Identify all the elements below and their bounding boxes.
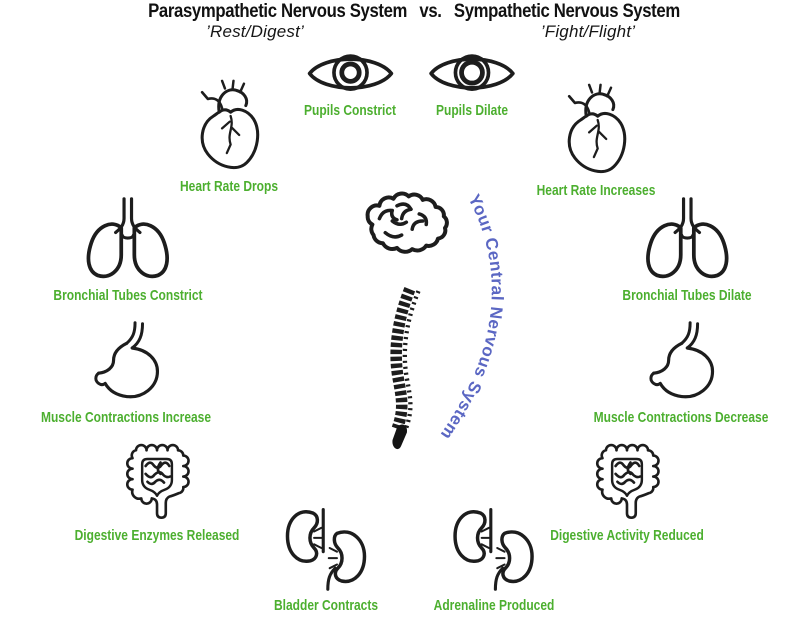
organ-pupils-constrict: Pupils Constrict (292, 50, 407, 118)
svg-text:Your Central Nervous System: Your Central Nervous System (437, 191, 507, 443)
title-sympathetic: Sympathetic Nervous System (453, 1, 680, 22)
heart-icon (200, 78, 260, 170)
label-heart-rate-increases: Heart Rate Increases (536, 182, 656, 199)
label-bronchial-tubes-constrict: Bronchial Tubes Constrict (53, 287, 203, 304)
stomach-icon (94, 320, 160, 399)
title-parasympathetic: Parasympathetic Nervous System (147, 1, 407, 22)
cns-label: Your Central Nervous System (437, 191, 507, 443)
label-muscle-contractions-decrease: Muscle Contractions Decrease (593, 409, 769, 426)
subtitle-rest-digest: ’Rest/Digest’ (205, 22, 305, 41)
stomach-icon (649, 320, 715, 399)
organ-digestive-activity-reduced: Digestive Activity Reduced (531, 438, 723, 543)
central-nervous-system-curved-text: Your Central Nervous System (437, 191, 507, 443)
organ-muscle-contractions-increase: Muscle Contractions Increase (20, 320, 233, 425)
intestine-icon (125, 443, 191, 520)
eye-icon (428, 50, 516, 97)
organ-heart-rate-drops: Heart Rate Drops (168, 78, 291, 194)
subtitle-fight-flight: ’Fight/Flight’ (540, 22, 636, 41)
page-title: Parasympathetic Nervous System vs. Sympa… (147, 1, 680, 23)
label-pupils-constrict: Pupils Constrict (303, 102, 397, 119)
organ-adrenaline-produced: Adrenaline Produced (419, 504, 570, 613)
organ-heart-rate-increases: Heart Rate Increases (522, 82, 670, 198)
eye-icon (306, 50, 394, 97)
label-bladder-contracts: Bladder Contracts (273, 597, 379, 614)
lungs-icon (81, 196, 175, 282)
label-adrenaline-produced: Adrenaline Produced (433, 597, 555, 614)
label-digestive-activity-reduced: Digestive Activity Reduced (550, 527, 704, 544)
label-heart-rate-drops: Heart Rate Drops (179, 178, 279, 195)
organ-pupils-dilate: Pupils Dilate (427, 50, 517, 118)
title-vs: vs. (418, 1, 442, 22)
intestine-icon (595, 443, 661, 520)
label-muscle-contractions-increase: Muscle Contractions Increase (40, 409, 212, 426)
label-bronchial-tubes-dilate: Bronchial Tubes Dilate (622, 287, 752, 304)
organ-digestive-enzymes-released: Digestive Enzymes Released (54, 438, 260, 543)
kidneys-icon (285, 507, 367, 592)
lungs-icon (640, 196, 734, 282)
kidneys-icon (453, 507, 535, 592)
heart-icon (567, 82, 627, 174)
organ-bronchial-tubes-constrict: Bronchial Tubes Constrict (35, 196, 221, 303)
organ-muscle-contractions-decrease: Muscle Contractions Decrease (572, 320, 790, 425)
organ-bronchial-tubes-dilate: Bronchial Tubes Dilate (606, 196, 767, 303)
label-digestive-enzymes-released: Digestive Enzymes Released (74, 527, 240, 544)
label-pupils-dilate: Pupils Dilate (435, 102, 509, 119)
organ-bladder-contracts: Bladder Contracts (261, 504, 391, 613)
